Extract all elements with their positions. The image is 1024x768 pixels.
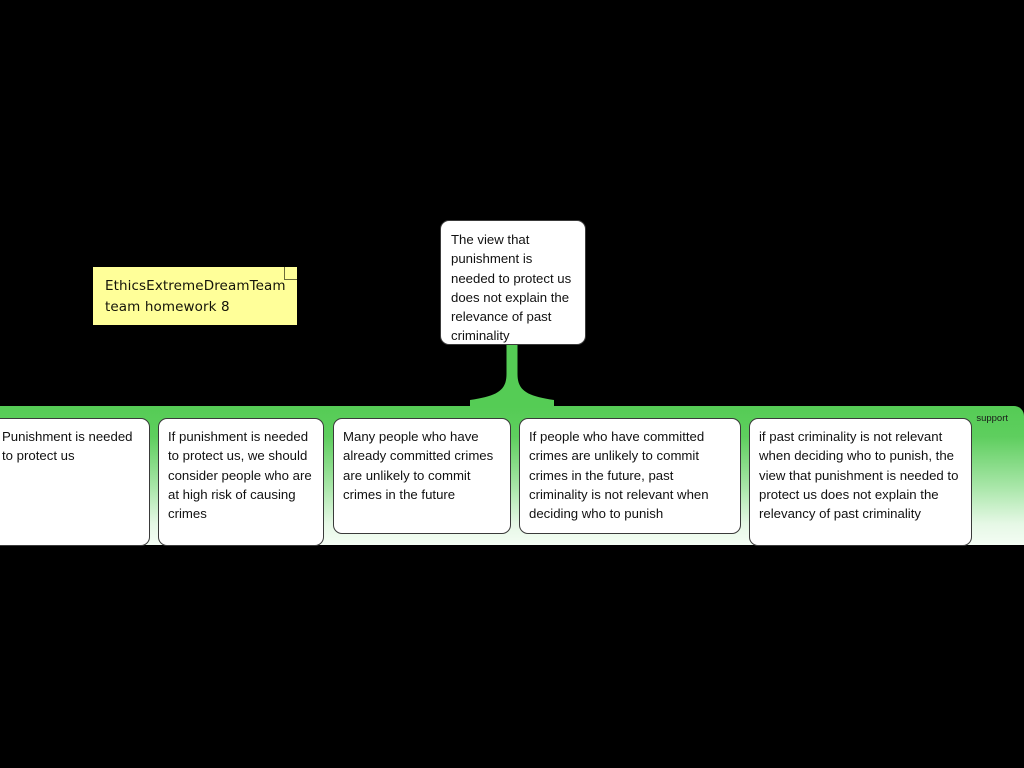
page-fold-icon xyxy=(284,267,297,280)
reason-card-5[interactable]: if past criminality is not relevant when… xyxy=(749,418,972,546)
main-claim-box[interactable]: The view that punishment is needed to pr… xyxy=(440,220,586,345)
reason-card-2[interactable]: If punishment is needed to protect us, w… xyxy=(158,418,324,546)
reason-card-4-text: If people who have committed crimes are … xyxy=(529,429,709,522)
sticky-note-line-2: team homework 8 xyxy=(105,299,230,315)
reason-card-3-text: Many people who have already committed c… xyxy=(343,429,494,502)
sticky-note[interactable]: EthicsExtremeDreamTeam team homework 8 xyxy=(93,267,297,325)
reason-card-1[interactable]: Punishment is needed to protect us xyxy=(0,418,150,546)
reason-card-2-text: If punishment is needed to protect us, w… xyxy=(168,429,312,522)
main-claim-text: The view that punishment is needed to pr… xyxy=(451,232,572,344)
reason-card-4[interactable]: If people who have committed crimes are … xyxy=(519,418,741,534)
sticky-note-line-1: EthicsExtremeDreamTeam xyxy=(105,278,286,294)
reason-card-1-text: Punishment is needed to protect us xyxy=(2,429,133,464)
reason-card-3[interactable]: Many people who have already committed c… xyxy=(333,418,511,534)
support-connector-icon xyxy=(470,344,554,408)
support-band-label: support xyxy=(976,413,1008,424)
reason-card-5-text: if past criminality is not relevant when… xyxy=(759,429,959,522)
